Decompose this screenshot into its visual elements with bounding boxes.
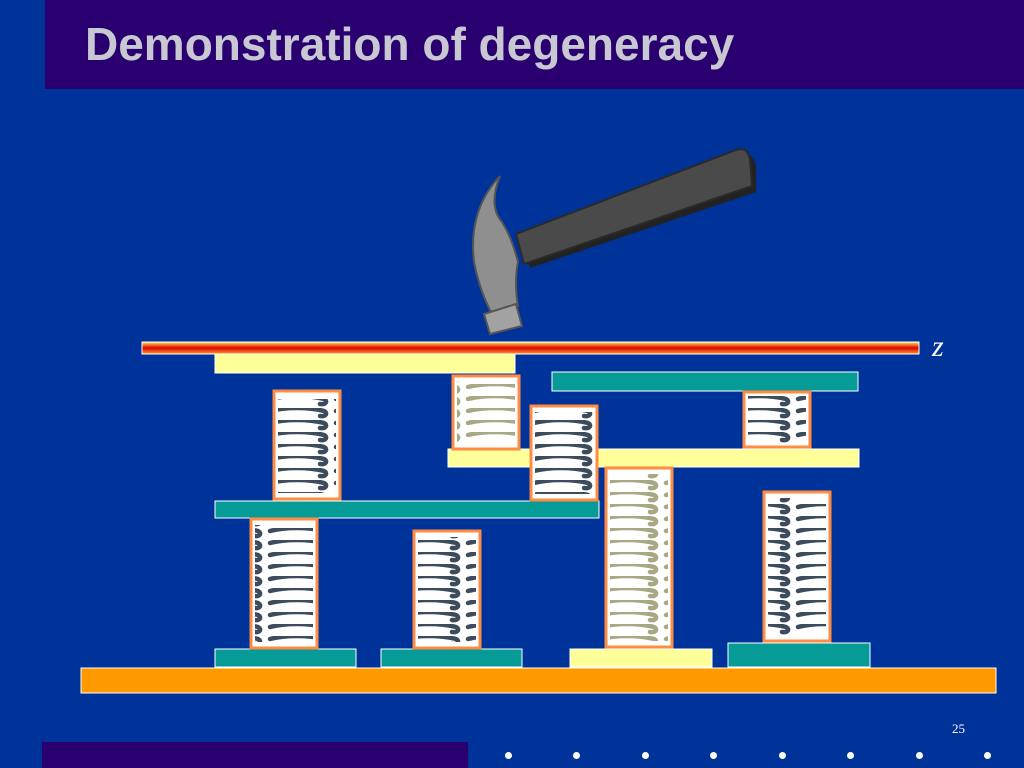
bottom-plate-4 bbox=[727, 642, 871, 668]
footer-dot bbox=[984, 752, 991, 759]
middle-left-plate bbox=[214, 500, 600, 519]
slide-number: 25 bbox=[952, 721, 965, 736]
footer-dots bbox=[505, 752, 1005, 764]
hammer-icon bbox=[472, 148, 756, 336]
footer-dot bbox=[642, 752, 649, 759]
spring-icon bbox=[272, 389, 342, 501]
bottom-plate-1 bbox=[214, 648, 357, 668]
footer-dot bbox=[847, 752, 854, 759]
footer-bar bbox=[42, 742, 468, 768]
spring-icon bbox=[249, 517, 319, 650]
footer-dot bbox=[710, 752, 717, 759]
z-label: z bbox=[932, 330, 944, 363]
spring-icon bbox=[604, 466, 674, 649]
footer-dot bbox=[573, 752, 580, 759]
bottom-plate-3 bbox=[569, 648, 713, 668]
title-bar: Demonstration of degeneracy bbox=[45, 0, 1024, 89]
middle-right-plate bbox=[447, 448, 860, 468]
spring-icon bbox=[412, 529, 482, 650]
spring-icon bbox=[742, 390, 812, 449]
bottom-plate-2 bbox=[380, 648, 523, 668]
footer-dot bbox=[916, 752, 923, 759]
upper-left-plate bbox=[214, 353, 516, 374]
z-bar bbox=[141, 341, 920, 355]
spring-icon bbox=[451, 374, 521, 451]
slide-title: Demonstration of degeneracy bbox=[85, 18, 735, 70]
base-plate bbox=[80, 667, 997, 694]
spring-icon bbox=[529, 404, 599, 502]
spring-icon bbox=[762, 490, 832, 643]
footer-dot bbox=[779, 752, 786, 759]
upper-right-plate bbox=[551, 371, 859, 392]
footer-dot bbox=[505, 752, 512, 759]
